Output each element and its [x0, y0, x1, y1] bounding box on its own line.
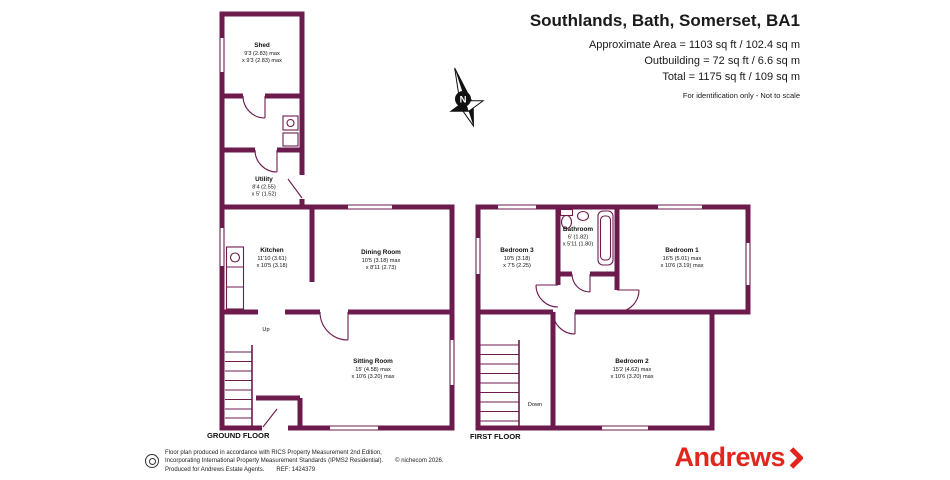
ground-floor-title: GROUND FLOOR: [207, 431, 270, 440]
room-dim-sitting-1: 15' (4.58) max: [355, 367, 391, 373]
stairs-down: [480, 340, 520, 428]
footer-line-2: Incorporating International Property Mea…: [165, 457, 444, 465]
room-label-bedroom3: Bedroom 3: [500, 247, 534, 254]
room-dim-utility-2: x 5' (1.52): [252, 192, 277, 198]
footer-copyright: © nichecom 2026.: [395, 458, 444, 465]
room-dim-kitchen-2: x 10'5 (3.18): [257, 263, 288, 269]
first-floor-plan: Bathroom 6' (1.82) x 5'11 (1.80) Bedroom…: [470, 203, 752, 441]
room-label-bathroom: Bathroom: [563, 226, 593, 233]
footer: Floor plan produced in accordance with R…: [145, 449, 444, 474]
room-dim-bedroom1-2: x 10'6 (3.19) max: [660, 263, 703, 269]
first-windows: [474, 203, 752, 432]
first-floor-title: FIRST FLOOR: [470, 432, 521, 441]
compass-north-label: N: [460, 95, 467, 106]
stairs-up-label: Up: [262, 327, 269, 333]
room-dim-bedroom3-1: 10'5 (3.18): [504, 256, 531, 262]
kitchen-units: [225, 246, 245, 310]
ground-interior-walls: [222, 93, 452, 428]
andrews-logo: Andrews: [674, 444, 803, 471]
compass-north-disc: [455, 91, 471, 107]
room-label-dining: Dining Room: [361, 249, 401, 256]
footer-ref: REF: 1424379: [276, 466, 316, 473]
footer-line-1: Floor plan produced in accordance with R…: [165, 449, 382, 456]
stairs-up: [225, 345, 253, 428]
room-label-utility: Utility: [255, 176, 273, 183]
bathroom-fixtures: [559, 208, 614, 266]
footer-line-2-text: Incorporating International Property Mea…: [165, 458, 384, 465]
room-dim-bedroom2-1: 15'2 (4.62) max: [613, 367, 652, 373]
disclaimer-text: For identification only - Not to scale: [682, 90, 800, 100]
room-dim-sitting-2: x 10'6 (3.20) max: [351, 374, 394, 380]
toilet-icon: [559, 208, 574, 217]
total-area-text: Total = 1175 sq ft / 109 sq m: [662, 70, 800, 83]
room-label-bedroom1: Bedroom 1: [665, 247, 699, 254]
room-dim-shed-1: 9'3 (2.83) max: [244, 51, 280, 57]
header: Southlands, Bath, Somerset, BA1 Approxim…: [530, 11, 800, 100]
ground-doors: [242, 95, 349, 432]
stairs-down-label: Down: [528, 402, 542, 408]
ground-floor-plan: Shed 9'3 (2.83) max x 9'3 (2.83) max Uti…: [207, 11, 456, 440]
utility-fixtures: [282, 115, 299, 147]
room-dim-dining-2: x 8'11 (2.73): [366, 265, 397, 271]
room-dim-dining-1: 10'5 (3.18) max: [362, 258, 401, 264]
andrews-logo-text: Andrews: [674, 442, 785, 472]
approximate-area-text: Approximate Area = 1103 sq ft / 102.4 sq…: [588, 39, 800, 51]
room-dim-shed-2: x 9'3 (2.83) max: [242, 58, 282, 64]
room-dim-bedroom1-1: 16'5 (5.01) max: [663, 256, 702, 262]
room-dim-utility-1: 8'4 (2.55): [252, 185, 276, 191]
andrews-chevron-icon: [789, 446, 803, 469]
room-dim-bedroom3-2: x 7'5 (2.25): [503, 263, 531, 269]
room-label-shed: Shed: [254, 42, 270, 49]
compass-rose-icon: N: [449, 67, 485, 128]
room-label-bedroom2: Bedroom 2: [615, 358, 649, 365]
room-dim-kitchen-1: 11'10 (3.61): [257, 256, 286, 262]
basin-icon: [576, 210, 590, 222]
page-title: Southlands, Bath, Somerset, BA1: [529, 11, 800, 30]
outbuilding-area-text: Outbuilding = 72 sq ft / 6.6 sq m: [644, 54, 800, 67]
room-dim-bedroom2-2: x 10'6 (3.20) max: [610, 374, 653, 380]
utility-sink-icon: [286, 118, 295, 128]
first-interior-walls: [478, 207, 712, 428]
ground-floor-outline: [219, 204, 455, 431]
room-label-kitchen: Kitchen: [260, 247, 284, 254]
footer-line-3-text: Produced for Andrews Estate Agents.: [165, 466, 265, 473]
nichecom-logo-icon: [145, 454, 159, 469]
ground-windows: [218, 38, 456, 432]
room-label-sitting: Sitting Room: [353, 358, 393, 365]
room-dim-bathroom-2: x 5'11 (1.80): [563, 242, 594, 248]
room-dim-bathroom-1: 6' (1.82): [568, 235, 588, 241]
footer-line-3: Produced for Andrews Estate Agents. REF: …: [165, 466, 444, 474]
first-doors: [535, 273, 640, 335]
kitchen-sink-icon: [229, 252, 241, 263]
footer-disclaimer: Floor plan produced in accordance with R…: [165, 449, 444, 474]
